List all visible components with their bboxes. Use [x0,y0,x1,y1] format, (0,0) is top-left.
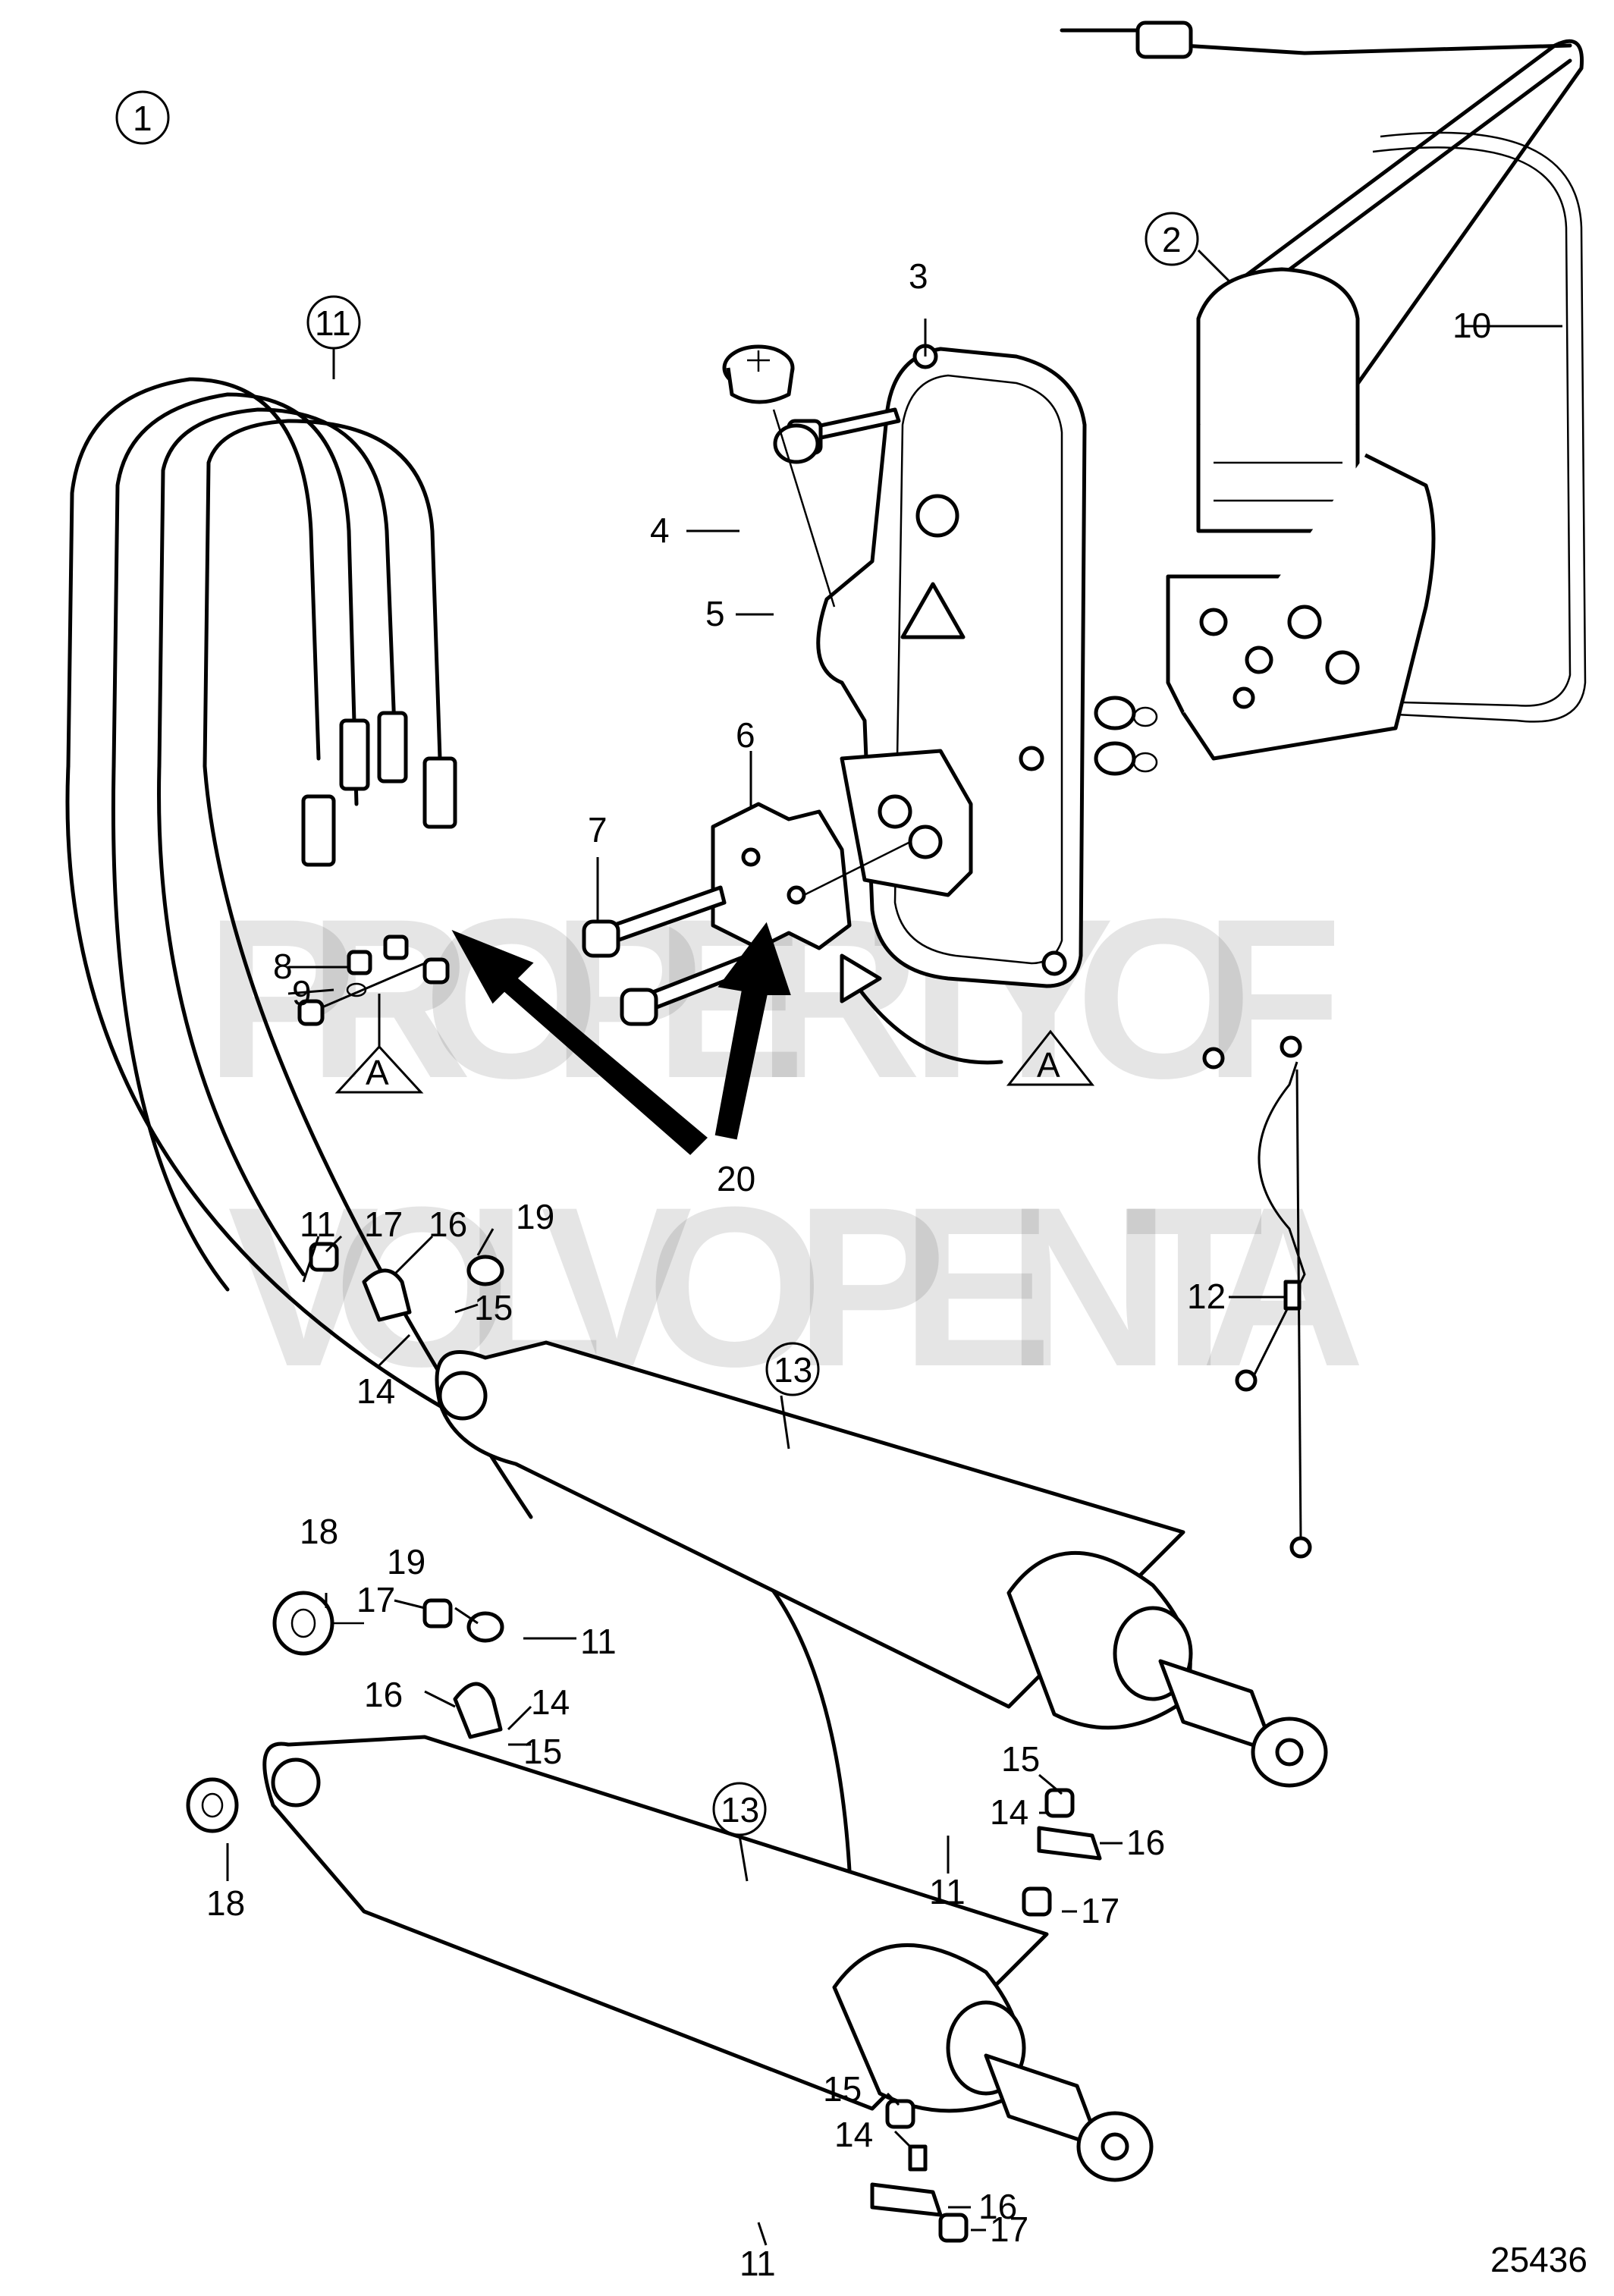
watermark: PROPERTY OF VOLVO PENTA [205,871,1365,1414]
callout-3: 3 [909,256,928,296]
fill-plug [722,344,836,608]
callout-18-a: 18 [300,1512,338,1551]
callout-1: 1 [133,99,152,138]
callout-6: 6 [736,715,755,755]
drawing-number: 25436 [1490,2240,1587,2279]
callout-11-b: 11 [580,1622,617,1661]
callout-11-c: 11 [929,1872,966,1911]
bushings [186,1591,364,1833]
watermark-line2: VOLVO PENTA [228,1159,1365,1414]
plain-callouts: 3 10 4 5 6 7 8 9 20 11 17 16 19 15 14 12… [206,256,1491,2283]
callout-2: 2 [1162,220,1182,259]
direction-arrows [451,922,791,1155]
detail-a-marker-right-group: A [840,953,1095,1086]
callout-13-lower: 13 [721,1790,759,1830]
callout-16-a: 16 [429,1205,467,1244]
trim-pump-unit [1094,267,1436,776]
callout-17-b: 17 [356,1580,395,1619]
callout-5: 5 [705,594,725,633]
circled-callouts: 1 2 11 13 13 [115,90,1199,1836]
callout-14-a: 14 [356,1371,395,1411]
leader-lines [226,249,1562,2246]
ground-cable [1202,1035,1312,1559]
callout-20: 20 [717,1159,755,1198]
callout-17-d: 17 [990,2210,1028,2249]
detail-a-marker-left: A [366,1053,389,1092]
callout-17-c: 17 [1081,1891,1119,1930]
callout-15-a: 15 [474,1288,513,1327]
callout-14-b: 14 [531,1682,570,1722]
callout-7: 7 [588,810,608,850]
trim-cylinder-upper [435,1340,1328,1788]
callout-18-b: 18 [206,1883,245,1923]
callout-15-b: 15 [523,1732,562,1771]
callout-9: 9 [292,973,312,1013]
cable-connector-part [1135,20,1193,59]
callout-11-a: 11 [300,1205,336,1244]
callout-15-d: 15 [823,2069,862,2109]
callout-13-upper: 13 [774,1350,812,1390]
callout-19-a: 19 [516,1197,554,1236]
callout-14-c: 14 [990,1792,1028,1832]
pump-cable [1060,20,1587,723]
fittings-detail-a: A [297,934,450,1094]
callout-16-c: 16 [1126,1823,1165,1862]
callout-11-circled: 11 [315,303,351,343]
callout-15-c: 15 [1001,1739,1040,1779]
callout-10: 10 [1452,306,1491,345]
callout-11-d: 11 [739,2244,776,2283]
callout-17-a: 17 [364,1205,403,1244]
callout-14-d: 14 [834,2115,873,2154]
callout-16-d: 16 [978,2187,1017,2226]
callout-4: 4 [650,510,670,550]
trim-cylinder-lower [262,1735,1154,2182]
callout-12: 12 [1187,1277,1226,1316]
callout-19-b: 19 [387,1542,425,1581]
detail-a-marker-right: A [1037,1045,1060,1085]
callout-8: 8 [273,947,293,986]
callout-16-b: 16 [364,1675,403,1714]
